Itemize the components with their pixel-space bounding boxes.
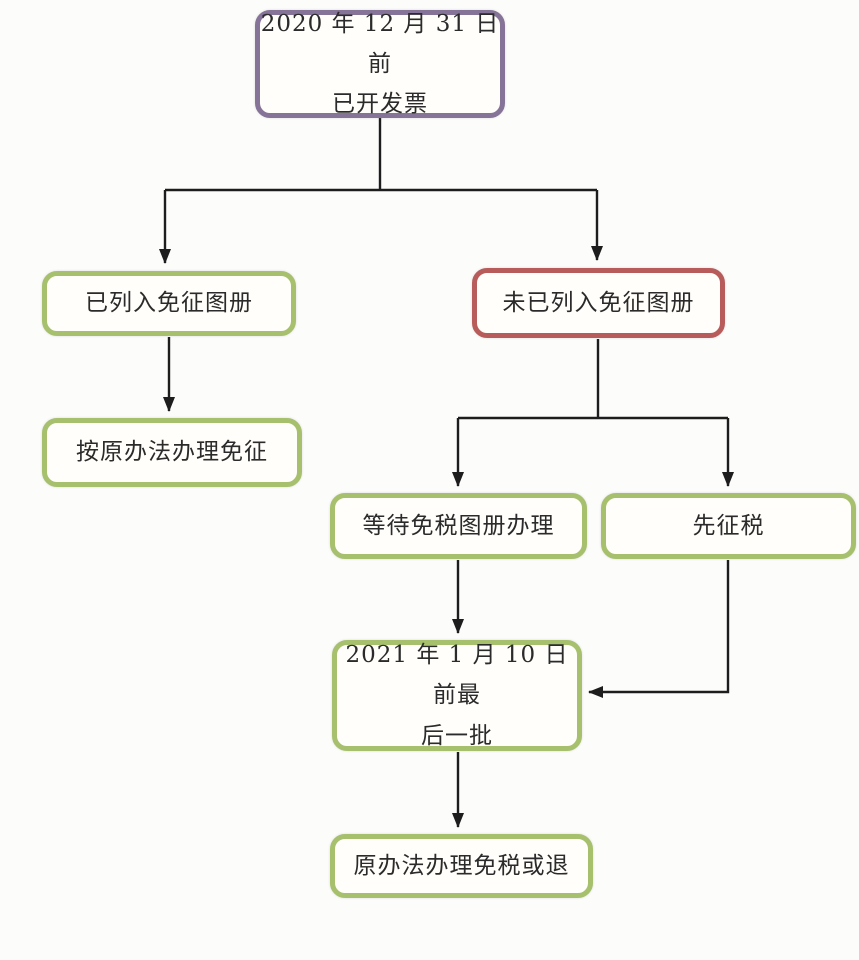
arrow-invoiced-branch bbox=[165, 118, 597, 192]
node-label-line2: 后一批 bbox=[421, 722, 493, 749]
node-label: 已列入免征图册 bbox=[85, 290, 253, 317]
arrow-not-listed-branch bbox=[458, 339, 728, 420]
node-wait-for-catalog-processing: 等待免税图册办理 bbox=[330, 493, 587, 559]
node-exempt-or-refund-original-method: 原办法办理免税或退 bbox=[330, 834, 593, 898]
node-label-line1: 2021 年 1 月 10 日前最 bbox=[345, 642, 569, 709]
node-not-listed-in-exemption-catalog: 未已列入免征图册 bbox=[472, 268, 725, 338]
node-label: 按原办法办理免征 bbox=[76, 439, 268, 466]
node-handle-exemption-original-method: 按原办法办理免征 bbox=[42, 418, 302, 487]
node-listed-in-exemption-catalog: 已列入免征图册 bbox=[42, 271, 296, 336]
node-label: 等待免税图册办理 bbox=[362, 512, 555, 539]
node-label: 原办法办理免税或退 bbox=[353, 852, 570, 879]
node-label-line2: 已开发票 bbox=[332, 91, 428, 118]
node-label-line1: 2020 年 12 月 31 日前 bbox=[260, 10, 500, 77]
node-tax-first: 先征税 bbox=[601, 493, 856, 559]
node-last-batch-before-2021-01-10: 2021 年 1 月 10 日前最 后一批 bbox=[332, 640, 582, 751]
node-label: 未已列入免征图册 bbox=[502, 289, 695, 316]
arrow-tax-first-to-last-batch bbox=[588, 560, 730, 698]
node-label: 先征税 bbox=[692, 512, 765, 539]
node-invoiced-before-2020-12-31: 2020 年 12 月 31 日前 已开发票 bbox=[255, 10, 505, 118]
